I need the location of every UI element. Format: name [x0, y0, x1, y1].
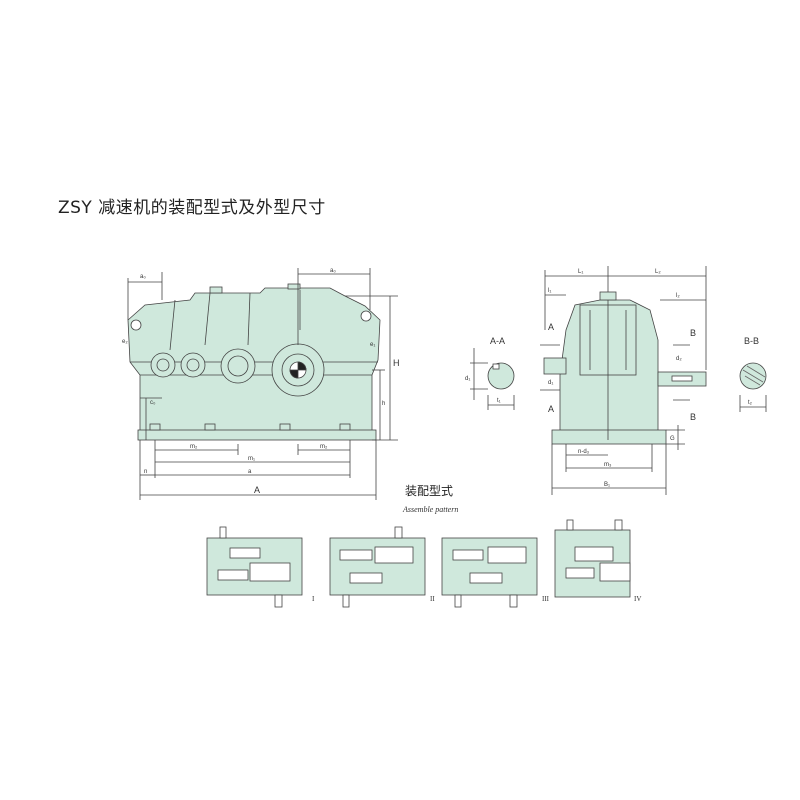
assembly-pattern-4 [554, 519, 631, 598]
dim-h: h [382, 401, 385, 407]
dim-L2: L₂ [655, 269, 661, 275]
dim-e1: e₁ [370, 342, 375, 348]
dim-G: G [670, 436, 675, 442]
dim-d1-section: d₁ [465, 376, 470, 382]
pattern-label-3: III [542, 595, 550, 603]
shaft-3 [220, 348, 256, 384]
pattern-label-2: II [430, 595, 435, 603]
dim-m1: m₁ [248, 456, 255, 462]
gearbox-housing-side [559, 299, 659, 441]
pattern-label-4: IV [634, 595, 641, 603]
side-view [540, 266, 707, 495]
lifting-lug-right [360, 310, 372, 322]
front-view-labels: a₀ a₀ c₀ H h m₂ m₂ m₁ a A n e₂ e₁ [122, 268, 400, 495]
dim-l2: l₂ [676, 293, 680, 299]
dim-a0-right: a₀ [330, 268, 336, 274]
section-aa-label: A-A [490, 336, 505, 346]
side-base [551, 429, 667, 445]
dim-H: H [393, 358, 400, 368]
dim-n: n [144, 469, 147, 475]
section-labels: A-A d₁ t₁ B-B t₂ [465, 336, 759, 406]
assembly-pattern-3 [441, 537, 538, 608]
assembly-pattern-1 [206, 526, 303, 608]
dim-A-top: A [548, 322, 554, 332]
dim-B-top: B [690, 328, 696, 338]
lifting-lug-left [130, 319, 142, 331]
input-shaft-side [543, 357, 567, 375]
assembly-caption-en: Assemble pattern [402, 505, 458, 514]
dim-e2: e₂ [122, 339, 128, 345]
base-plate [137, 429, 377, 441]
section-bb-label: B-B [744, 336, 759, 346]
dim-B1: B₁ [604, 482, 610, 488]
dim-t2: t₂ [748, 400, 753, 406]
section-b-b [739, 362, 767, 412]
dim-m2-right: m₂ [320, 444, 328, 450]
dim-a0-left: a₀ [140, 274, 146, 280]
dim-A: A [254, 485, 260, 495]
dim-d1-side: d₁ [548, 380, 553, 386]
side-view-labels: L₁ L₂ l₁ A A d₁ l₂ B B d₂ G n-d₃ m₃ B₁ [548, 269, 696, 488]
dim-t1: t₁ [497, 398, 501, 404]
assembly-pattern-2 [329, 526, 426, 608]
section-a-a [470, 348, 515, 410]
page-title: ZSY 减速机的装配型式及外型尺寸 [58, 198, 326, 218]
dim-B-bottom: B [690, 412, 696, 422]
shaft-2 [180, 352, 206, 378]
dim-a: a [248, 469, 252, 475]
dim-d2: d₂ [676, 356, 682, 362]
shaft-1 [150, 352, 176, 378]
dim-c0: c₀ [150, 400, 156, 406]
dim-m2-left: m₂ [190, 444, 198, 450]
assembly-caption-cn: 装配型式 [405, 484, 453, 498]
dim-n-d3: n-d₃ [578, 449, 590, 455]
front-view [127, 268, 398, 500]
dim-A-bottom: A [548, 404, 554, 414]
pattern-label-1: I [312, 595, 315, 603]
assembly-captions: 装配型式 Assemble pattern I II III IV [312, 484, 641, 603]
dim-m3: m₃ [604, 462, 612, 468]
dim-L1: L₁ [578, 269, 583, 275]
dim-l1: l₁ [548, 288, 551, 294]
